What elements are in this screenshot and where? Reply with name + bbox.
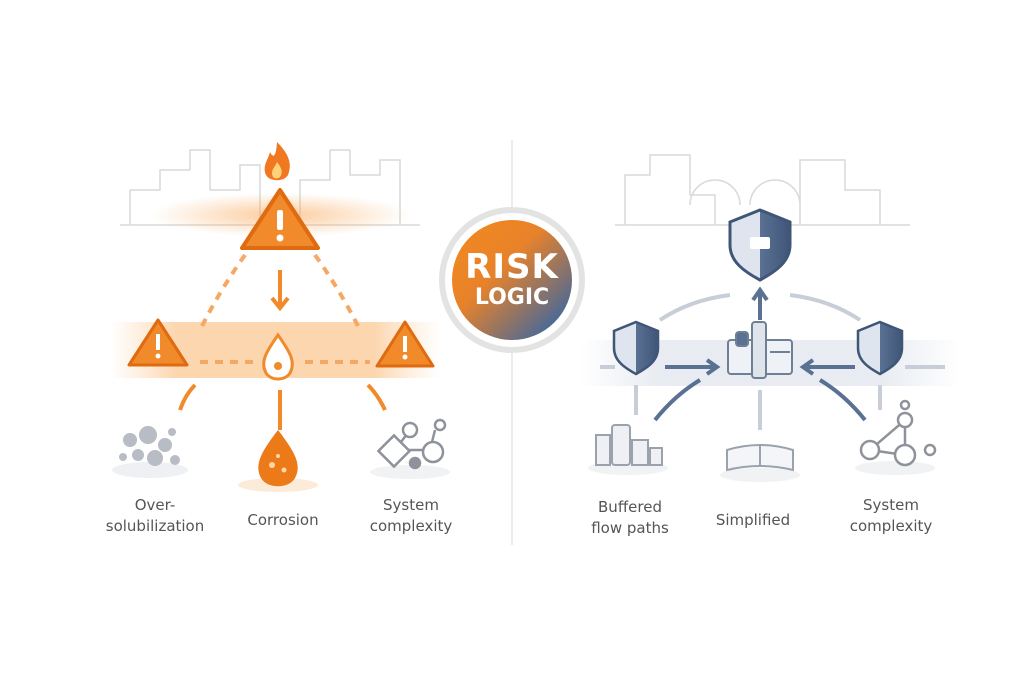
- label-system-complexity-left: System complexity: [341, 495, 481, 537]
- label-line: complexity: [849, 517, 933, 535]
- label-system-complexity-right: System complexity: [821, 495, 961, 537]
- label-corrosion: Corrosion: [213, 510, 353, 531]
- simplified-icon: [720, 444, 800, 482]
- warning-icon-left: [127, 318, 189, 367]
- oversolubilization-icon: [112, 426, 188, 478]
- shield-icon-main: [728, 208, 792, 282]
- flame-icon: [264, 142, 290, 181]
- label-line: System: [383, 496, 439, 514]
- label-line: Over-: [134, 496, 176, 514]
- warning-icon-right: [375, 320, 435, 368]
- buffered-flow-paths-icon: [588, 424, 668, 475]
- label-line: Buffered: [598, 498, 662, 516]
- label-line: Corrosion: [247, 511, 319, 529]
- label-line: System: [863, 496, 919, 514]
- system-complexity-icon-right: [855, 399, 937, 475]
- risk-flow-arrows: [198, 253, 370, 364]
- label-simplified: Simplified: [683, 510, 823, 531]
- system-complexity-icon-left: [370, 418, 450, 479]
- logo-line-1: RISK: [465, 247, 559, 287]
- safe-flow-arrows: [600, 293, 945, 430]
- label-line: solubilization: [105, 517, 205, 535]
- label-line: Simplified: [715, 511, 791, 529]
- label-buffered-flow-paths: Buffered flow paths: [560, 497, 700, 539]
- risk-logic-logo: RISK LOGIC: [452, 220, 572, 340]
- shield-icon-right: [856, 320, 904, 376]
- shield-icon-left: [612, 320, 660, 376]
- label-line: complexity: [369, 517, 453, 535]
- label-line: flow paths: [591, 519, 669, 537]
- label-over-solubilization: Over- solubilization: [85, 495, 225, 537]
- warning-icon-main: [240, 188, 320, 250]
- droplet-icon: [262, 332, 294, 381]
- corrosion-drop-icon: [238, 430, 318, 492]
- logo-line-2: LOGIC: [474, 285, 550, 310]
- buffer-machine-icon: [727, 321, 793, 379]
